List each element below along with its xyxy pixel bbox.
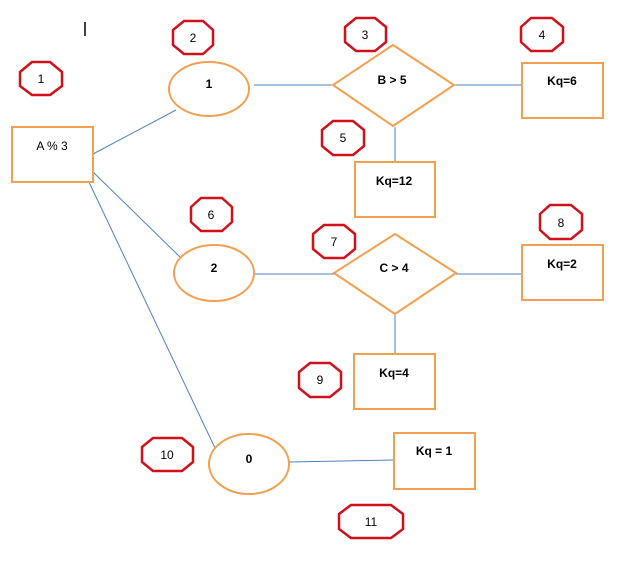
badge-10: 10 xyxy=(140,436,195,473)
badge-5: 5 xyxy=(320,119,366,157)
badge-7: 7 xyxy=(311,223,357,260)
connector-root-case1 xyxy=(92,109,177,155)
result-label: Kq=4 xyxy=(379,366,409,380)
badge-9: 9 xyxy=(297,361,343,399)
result-label: Kq=12 xyxy=(376,174,413,188)
badge-4: 4 xyxy=(519,16,565,53)
case-node-2: 2 xyxy=(173,244,255,302)
result-node-kq1: Kq = 1 xyxy=(393,432,476,490)
result-label: Kq=2 xyxy=(547,257,577,271)
root-node: A % 3 xyxy=(11,126,94,183)
case-node-1: 1 xyxy=(168,61,250,117)
case-node-0: 0 xyxy=(208,433,290,495)
connectors xyxy=(87,84,522,463)
badge-number: 7 xyxy=(331,235,338,249)
condition-label: B > 5 xyxy=(377,73,406,87)
badge-number: 3 xyxy=(362,28,369,42)
root-label: A % 3 xyxy=(36,139,68,153)
badge-number: 5 xyxy=(340,131,347,145)
badge-number: 11 xyxy=(365,515,378,529)
badge-8: 8 xyxy=(538,203,584,241)
connector-root-case2 xyxy=(92,171,181,258)
result-node-kq12: Kq=12 xyxy=(354,161,436,218)
condition-node-2: C > 4 xyxy=(332,232,458,316)
badge-number: 1 xyxy=(38,72,45,86)
connector-root-case0 xyxy=(87,179,216,449)
badge-number: 2 xyxy=(190,31,197,45)
result-node-kq6: Kq=6 xyxy=(521,62,604,119)
result-label: Kq = 1 xyxy=(416,444,453,458)
condition-label: C > 4 xyxy=(379,261,408,275)
case-label: 2 xyxy=(211,261,218,275)
condition-node-1: B > 5 xyxy=(331,43,456,128)
badge-number: 8 xyxy=(558,216,565,230)
badge-2: 2 xyxy=(171,19,215,56)
result-node-kq2: Kq=2 xyxy=(521,244,604,301)
badge-number: 4 xyxy=(539,28,546,42)
case-label: 1 xyxy=(206,77,213,91)
badge-number: 6 xyxy=(208,208,215,222)
case-label: 0 xyxy=(246,452,253,466)
badge-1: 1 xyxy=(18,60,64,97)
badge-11: 11 xyxy=(337,503,405,540)
badge-6: 6 xyxy=(189,196,234,233)
result-label: Kq=6 xyxy=(547,74,577,88)
result-node-kq4: Kq=4 xyxy=(353,353,436,410)
badge-number: 10 xyxy=(160,448,174,462)
badge-3: 3 xyxy=(343,16,388,53)
connector-case0-result1 xyxy=(288,459,395,463)
badge-number: 9 xyxy=(317,373,324,387)
